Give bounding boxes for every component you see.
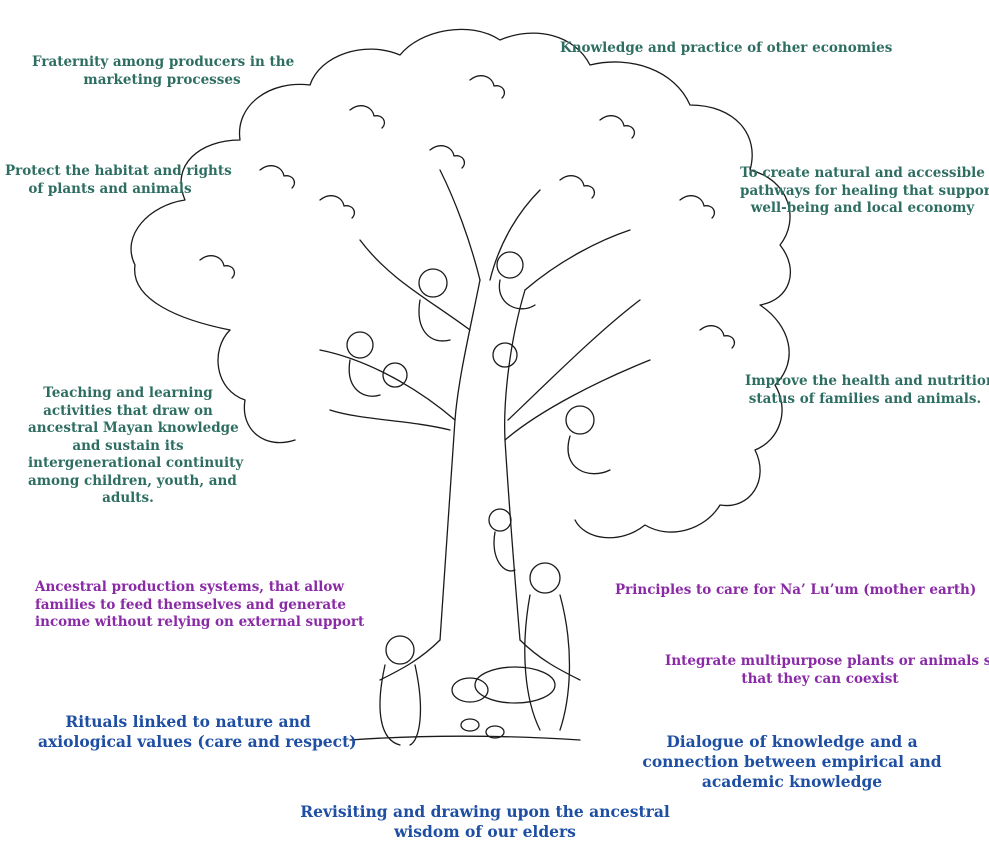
pig-figure: [474, 666, 556, 704]
trunk: [439, 279, 526, 641]
label-knowledge-economies: Knowledge and practice of other economie…: [560, 40, 893, 56]
label-principles-care: Principles to care for Na’ Lu’um (mother…: [615, 582, 977, 598]
label-ancestral-production: Ancestral production systems, that allow…: [35, 579, 365, 631]
label-teaching: Teaching and learning activities that dr…: [28, 385, 244, 507]
label-healing-pathways: To create natural and accessible pathway…: [740, 165, 989, 217]
label-protect-habitat: Protect the habitat and rights of plants…: [5, 163, 232, 197]
label-dialogue: Dialogue of knowledge and a connection b…: [642, 732, 942, 792]
label-improve-health: Improve the health and nutritional statu…: [745, 373, 989, 407]
label-fraternity: Fraternity among producers in the market…: [32, 54, 295, 88]
label-rituals: Rituals linked to nature and axiological…: [38, 712, 357, 752]
canopy-inner: [217, 329, 296, 444]
label-integrate-plants: Integrate multipurpose plants or animals…: [665, 653, 989, 687]
canopy-outline: [130, 28, 791, 539]
label-revisiting: Revisiting and drawing upon the ancestra…: [300, 802, 670, 842]
